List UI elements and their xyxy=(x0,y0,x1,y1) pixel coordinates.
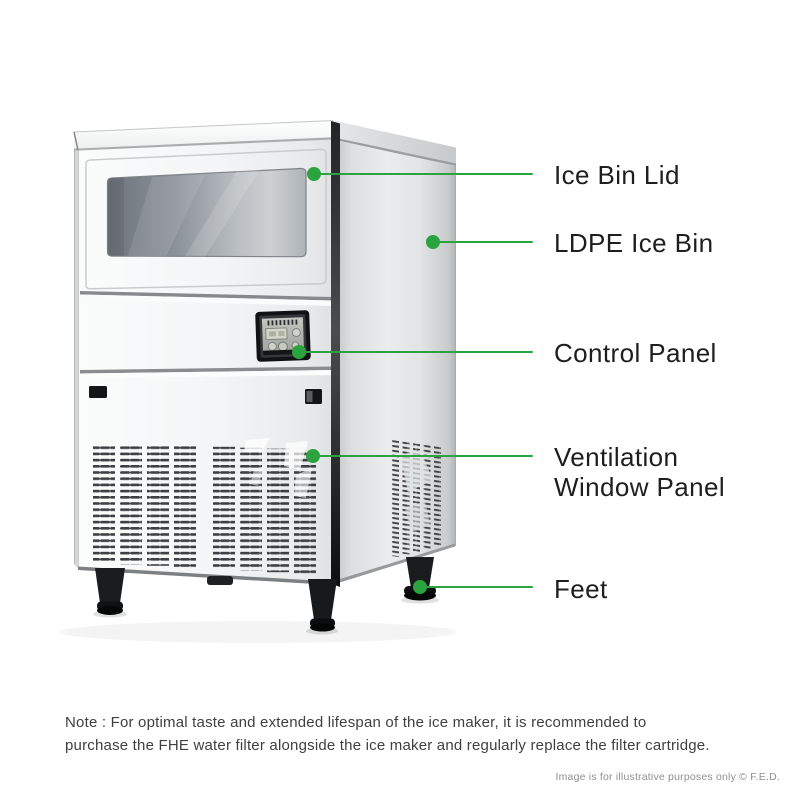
callout-line-feet xyxy=(420,586,533,588)
callout-line-ice-bin-lid xyxy=(314,173,533,175)
note-line-2: purchase the FHE water filter alongside … xyxy=(65,737,710,754)
note-text: Note : For optimal taste and extended li… xyxy=(65,711,765,757)
callout-dot-control-panel xyxy=(292,345,306,359)
callout-dot-ice-bin-lid xyxy=(307,167,321,181)
callout-label-control-panel: Control Panel xyxy=(554,338,717,368)
callout-label-ice-bin-lid: Ice Bin Lid xyxy=(554,160,680,190)
footer-disclaimer: Image is for illustrative purposes only … xyxy=(555,771,780,783)
callout-line-ventilation-window-panel xyxy=(313,455,533,457)
note-line-1: Note : For optimal taste and extended li… xyxy=(65,714,647,731)
callout-dot-ldpe-ice-bin xyxy=(426,235,440,249)
callout-label-ventilation-window-panel: Ventilation Window Panel xyxy=(554,442,725,502)
callout-label-feet: Feet xyxy=(554,574,608,604)
callout-dot-feet xyxy=(413,580,427,594)
callout-label-ldpe-ice-bin: LDPE Ice Bin xyxy=(554,228,714,258)
callout-line-control-panel xyxy=(299,351,533,353)
callout-line-ldpe-ice-bin xyxy=(433,241,533,243)
callout-dot-ventilation-window-panel xyxy=(306,449,320,463)
